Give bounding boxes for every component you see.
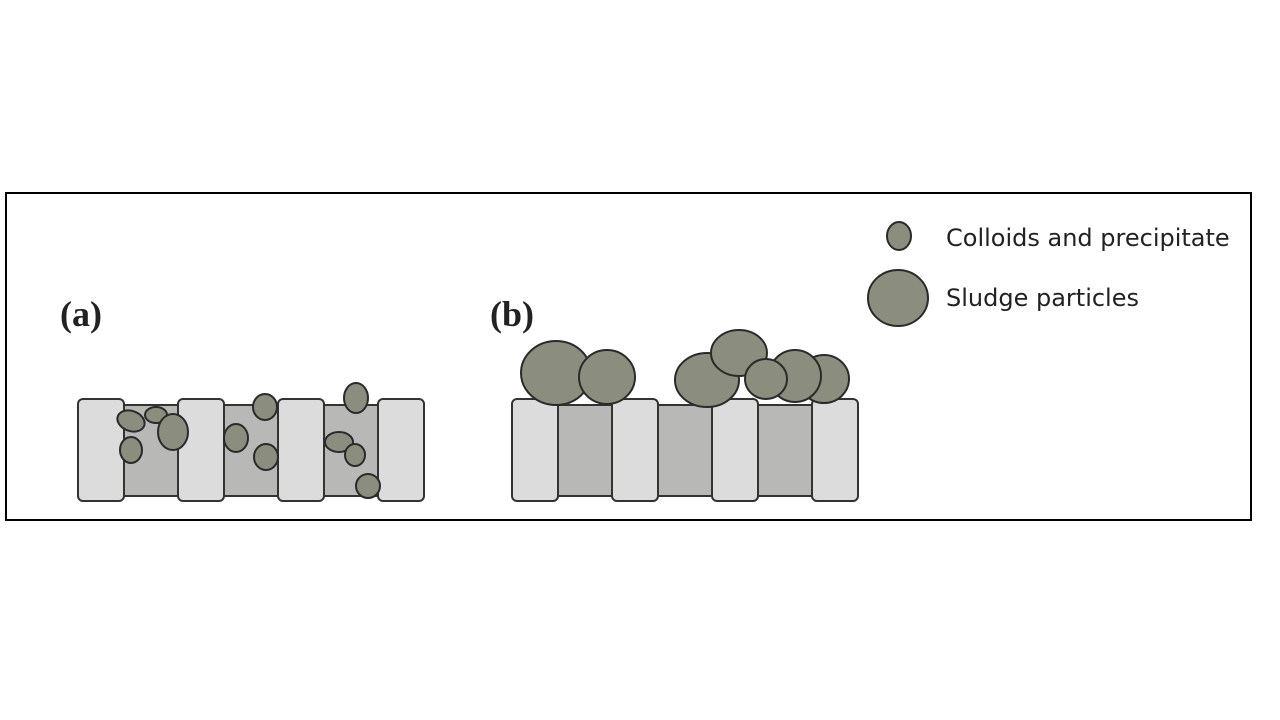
sludge-particle xyxy=(578,349,636,405)
colloid-particle xyxy=(324,431,354,453)
panel-a-label: (a) xyxy=(60,294,102,334)
pillar-a-4 xyxy=(377,398,425,502)
colloid-particle xyxy=(223,423,249,453)
pore-b-3 xyxy=(754,404,816,497)
pillar-b-4 xyxy=(811,398,859,502)
pillar-a-1 xyxy=(77,398,125,502)
legend: Colloids and precipitate Sludge particle… xyxy=(867,221,1230,327)
pillar-a-2 xyxy=(177,398,225,502)
colloid-particle xyxy=(119,436,143,464)
colloids-in-pores xyxy=(116,382,381,499)
legend-item-colloids: Colloids and precipitate xyxy=(886,221,1230,252)
panel-a: (a) xyxy=(60,294,425,502)
legend-label-sludge: Sludge particles xyxy=(946,284,1139,312)
colloid-particle xyxy=(344,443,366,467)
panel-b-label: (b) xyxy=(490,294,534,334)
colloid-particle xyxy=(157,413,189,451)
pillar-b-1 xyxy=(511,398,559,502)
colloid-legend-icon xyxy=(886,221,912,251)
sludge-cake-layer xyxy=(520,329,850,408)
panel-b: (b) xyxy=(490,294,859,502)
sludge-legend-icon xyxy=(867,269,929,327)
pore-b-1 xyxy=(554,404,616,497)
membrane-b xyxy=(511,398,859,502)
sludge-particle xyxy=(744,358,788,400)
colloid-particle xyxy=(252,393,278,421)
pillar-b-2 xyxy=(611,398,659,502)
colloid-particle xyxy=(116,409,146,433)
colloid-particle xyxy=(355,473,381,499)
legend-label-colloids: Colloids and precipitate xyxy=(946,224,1230,252)
colloid-particle xyxy=(343,382,369,414)
legend-item-sludge: Sludge particles xyxy=(867,269,1139,327)
pillar-b-3 xyxy=(711,398,759,502)
pore-b-2 xyxy=(654,404,716,497)
colloid-particle xyxy=(253,443,279,471)
pillar-a-3 xyxy=(277,398,325,502)
